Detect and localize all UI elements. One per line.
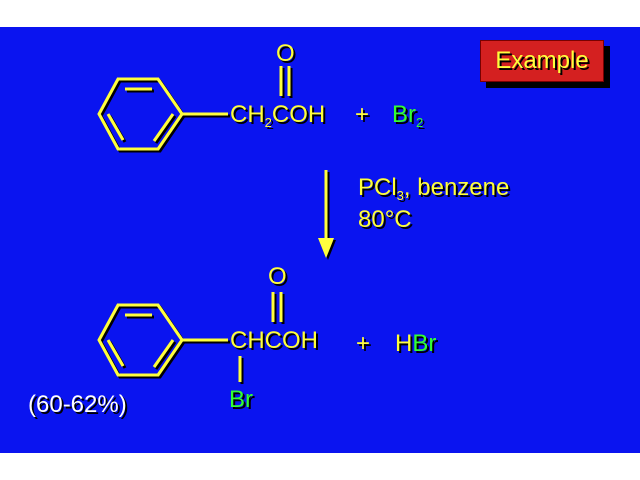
product-plus-sign: +: [356, 330, 371, 357]
hbr-hydrogen: H: [395, 330, 413, 357]
reactant-plus-sign: +: [355, 101, 370, 128]
reactant-carbonyl-oxygen: O: [276, 40, 295, 67]
example-badge-label: Example: [495, 47, 589, 74]
hbr-bromine: Br: [412, 330, 437, 357]
reactant-ch-text: CH: [230, 101, 265, 128]
hbr-byproduct: HBr: [395, 332, 436, 356]
product-carbonyl-oxygen: O: [268, 263, 287, 290]
bromine-reagent-symbol: Br: [392, 101, 416, 128]
reaction-arrow-head: [318, 238, 334, 258]
product-chcoh-group: CHCOH: [230, 327, 318, 354]
product-ring-double-bond-3: [106, 339, 125, 367]
reactant-ring-double-bond-2: [152, 113, 175, 142]
reaction-temperature: 80°C: [358, 206, 412, 233]
example-badge: Example: [480, 40, 604, 82]
reactant-ch2-subscript: 2: [264, 115, 272, 130]
reactant-ring-double-bond-3: [106, 113, 125, 141]
product-ring-double-bond-2: [152, 339, 175, 368]
solvent-text: , benzene: [403, 174, 510, 201]
reactant-ch2coh-group: CH2COH: [230, 101, 326, 130]
bromine-reagent: Br2: [392, 101, 424, 130]
product-bromine-substituent: Br: [229, 386, 253, 413]
pcl3-text: PCl: [358, 174, 397, 201]
yield-label: (60-62%): [28, 391, 127, 418]
reaction-conditions-reagents: PCl3, benzene: [358, 174, 510, 203]
pcl3-subscript: 3: [396, 188, 404, 203]
bromine-reagent-subscript: 2: [416, 115, 424, 130]
reactant-coh-text: COH: [271, 101, 326, 128]
